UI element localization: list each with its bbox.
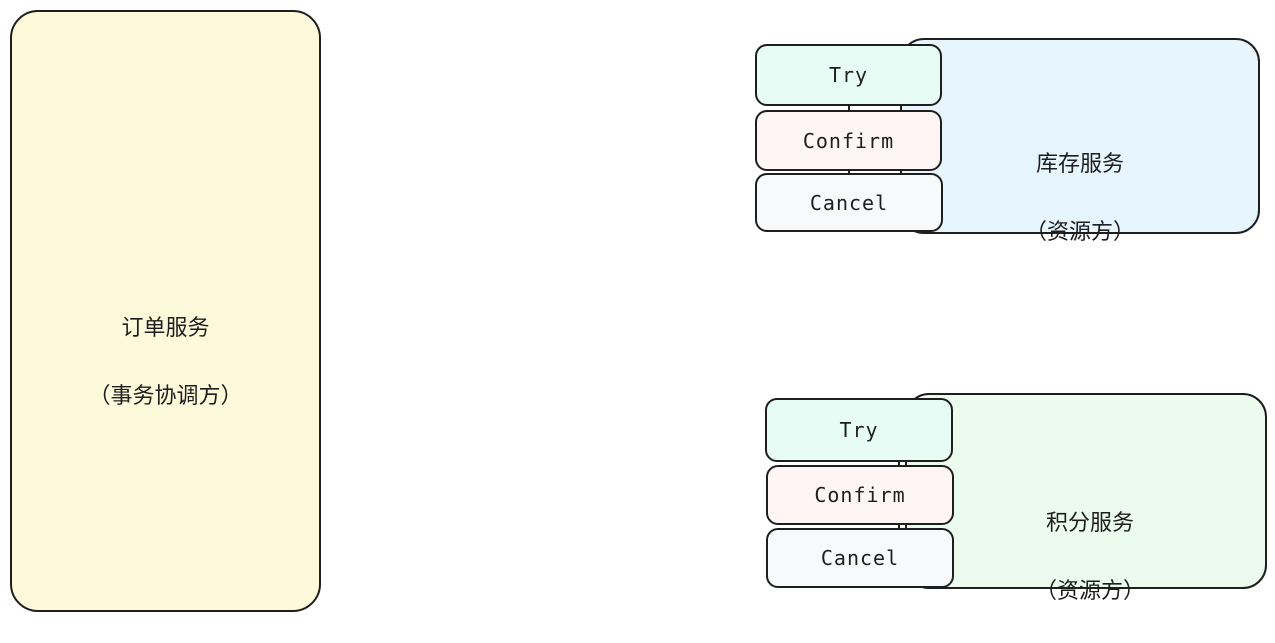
inventory-service-title: 库存服务	[1035, 152, 1124, 177]
points-service-box	[905, 393, 1267, 589]
points-confirm-button: Confirm	[766, 465, 954, 525]
points-service-label: 积分服务 （资源方）	[970, 473, 1210, 643]
order-service-title: 订单服务	[121, 316, 210, 341]
inventory-service-subtitle: （资源方）	[1024, 220, 1135, 245]
order-service-label: 订单服务 （事务协调方）	[10, 278, 321, 448]
points-service-title: 积分服务	[1045, 511, 1134, 536]
inventory-service-label: 库存服务 （资源方）	[960, 114, 1200, 284]
inventory-confirm-button: Confirm	[755, 110, 942, 171]
points-service-subtitle: （资源方）	[1034, 579, 1145, 604]
points-try-button: Try	[765, 398, 953, 462]
inventory-cancel-button: Cancel	[755, 173, 943, 232]
order-service-box	[10, 10, 321, 612]
inventory-try-button: Try	[755, 44, 942, 106]
order-service-subtitle: （事务协调方）	[88, 384, 243, 409]
inventory-service-box	[900, 38, 1260, 234]
points-cancel-button: Cancel	[766, 528, 954, 588]
